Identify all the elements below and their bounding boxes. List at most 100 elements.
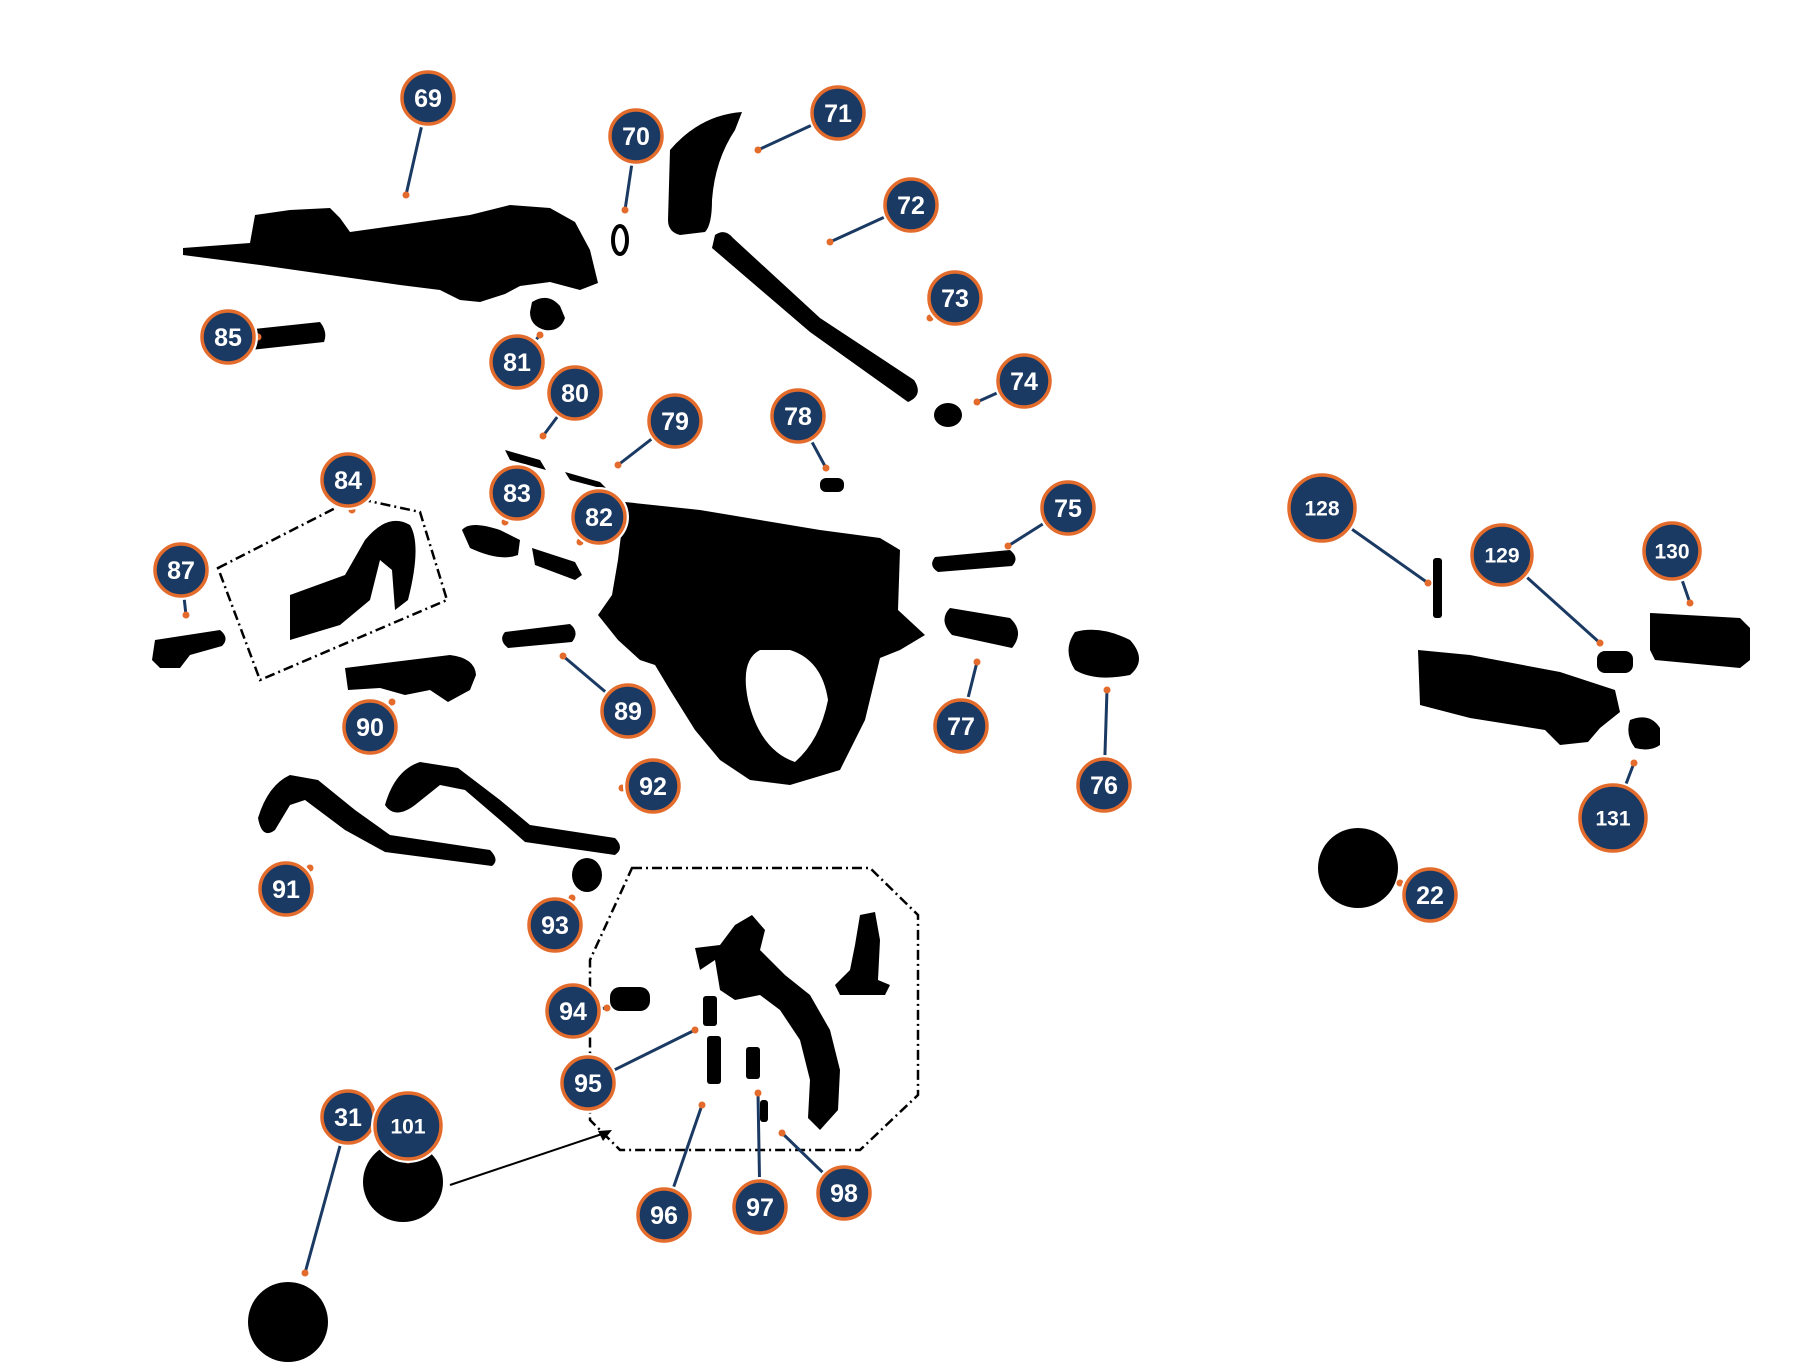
leader-line-69	[404, 124, 424, 196]
leader-line-131	[1624, 762, 1636, 786]
callout-number: 130	[1654, 541, 1689, 564]
callout-badge	[342, 699, 398, 755]
part-75-pin	[932, 550, 1016, 572]
callout-badge	[153, 542, 209, 598]
leader-anchor-97	[754, 1089, 762, 1097]
part-130-block	[1650, 613, 1750, 668]
callout-87: 87	[151, 540, 211, 600]
callout-93: 93	[525, 895, 585, 955]
callout-77: 77	[931, 696, 991, 756]
callout-89: 89	[598, 681, 658, 741]
callout-badge	[489, 465, 545, 521]
part-91-lever	[258, 775, 496, 866]
leader-line-95	[612, 1028, 696, 1072]
callout-badge	[1578, 783, 1648, 853]
callout-number: 93	[541, 912, 569, 940]
callout-number: 84	[334, 467, 362, 495]
callout-94: 94	[543, 981, 603, 1041]
callout-badge	[489, 334, 545, 390]
part-87	[152, 630, 226, 668]
part-128-pin	[1433, 558, 1442, 618]
callout-badge	[636, 1187, 692, 1243]
part-80	[505, 450, 546, 470]
callout-number: 89	[614, 698, 642, 726]
callout-badge	[883, 177, 939, 233]
callout-129: 129	[1468, 521, 1536, 589]
callout-91: 91	[256, 859, 316, 919]
leader-anchor-22	[1396, 879, 1404, 887]
leader-line-128	[1349, 526, 1429, 585]
callout-131: 131	[1576, 781, 1650, 855]
leader-anchor-77	[973, 658, 981, 666]
callout-badge	[996, 353, 1052, 409]
leader-line-71	[757, 123, 814, 152]
leader-line-31	[303, 1143, 343, 1274]
callout-number: 71	[824, 100, 852, 128]
leader-anchor-89	[559, 652, 567, 660]
callout-badge	[400, 70, 456, 126]
part-69-tang	[183, 205, 598, 302]
callout-70: 70	[606, 106, 666, 166]
callout-85: 85	[198, 307, 258, 367]
callout-number: 87	[167, 557, 195, 585]
callout-22: 22	[1400, 865, 1460, 925]
leader-anchor-129	[1596, 639, 1604, 647]
callout-badge	[258, 861, 314, 917]
leader-line-129	[1524, 575, 1602, 645]
callout-number: 79	[661, 408, 689, 436]
part-131	[1628, 717, 1660, 750]
callout-number: 81	[503, 349, 531, 377]
callout-98: 98	[814, 1163, 874, 1223]
leader-line-89	[562, 654, 608, 695]
leader-line-96	[671, 1104, 704, 1190]
callout-badge	[545, 983, 601, 1039]
callout-90: 90	[340, 697, 400, 757]
part-93-disc	[572, 858, 602, 892]
callout-84: 84	[318, 450, 378, 510]
part-101-ball	[363, 1142, 443, 1222]
callout-97: 97	[730, 1177, 790, 1237]
callout-badge	[1402, 867, 1458, 923]
callout-72: 72	[881, 175, 941, 235]
callout-76: 76	[1074, 755, 1134, 815]
leader-anchor-94	[603, 1004, 611, 1012]
callout-number: 73	[941, 285, 969, 313]
callout-number: 69	[414, 85, 442, 113]
part-74-washer	[934, 403, 962, 427]
callout-130: 130	[1640, 519, 1704, 583]
part-receiver	[598, 502, 925, 785]
callout-number: 96	[650, 1202, 678, 1230]
callout-number: 80	[561, 380, 589, 408]
leader-line-75	[1007, 521, 1046, 548]
callout-69: 69	[398, 68, 458, 128]
callout-number: 31	[334, 1104, 362, 1132]
callout-badge	[373, 1091, 443, 1161]
part-94	[610, 987, 650, 1011]
part-trigger-stop	[835, 912, 890, 995]
part-22-ball	[1318, 828, 1398, 908]
assembly-arrow	[449, 1130, 612, 1186]
callout-badge	[1470, 523, 1534, 587]
leader-anchor-79	[614, 461, 622, 469]
callout-71: 71	[808, 83, 868, 143]
leader-anchor-130	[1686, 599, 1694, 607]
part-82	[532, 548, 582, 580]
callout-badge	[816, 1165, 872, 1221]
leader-line-79	[617, 436, 654, 467]
callout-83: 83	[487, 463, 547, 523]
leader-anchor-81	[536, 331, 544, 339]
callout-number: 70	[622, 123, 650, 151]
callout-number: 76	[1090, 772, 1118, 800]
leader-anchor-80	[539, 432, 547, 440]
callout-number: 92	[639, 773, 667, 801]
part-85-pin	[242, 322, 326, 350]
callout-badge	[560, 1055, 616, 1111]
callout-95: 95	[558, 1053, 618, 1113]
leader-anchor-76	[1103, 686, 1111, 694]
callout-number: 97	[746, 1194, 774, 1222]
part-70-ring	[611, 224, 629, 256]
leader-anchor-90	[388, 698, 396, 706]
callout-number: 74	[1010, 368, 1038, 396]
leader-anchor-95	[691, 1026, 699, 1034]
